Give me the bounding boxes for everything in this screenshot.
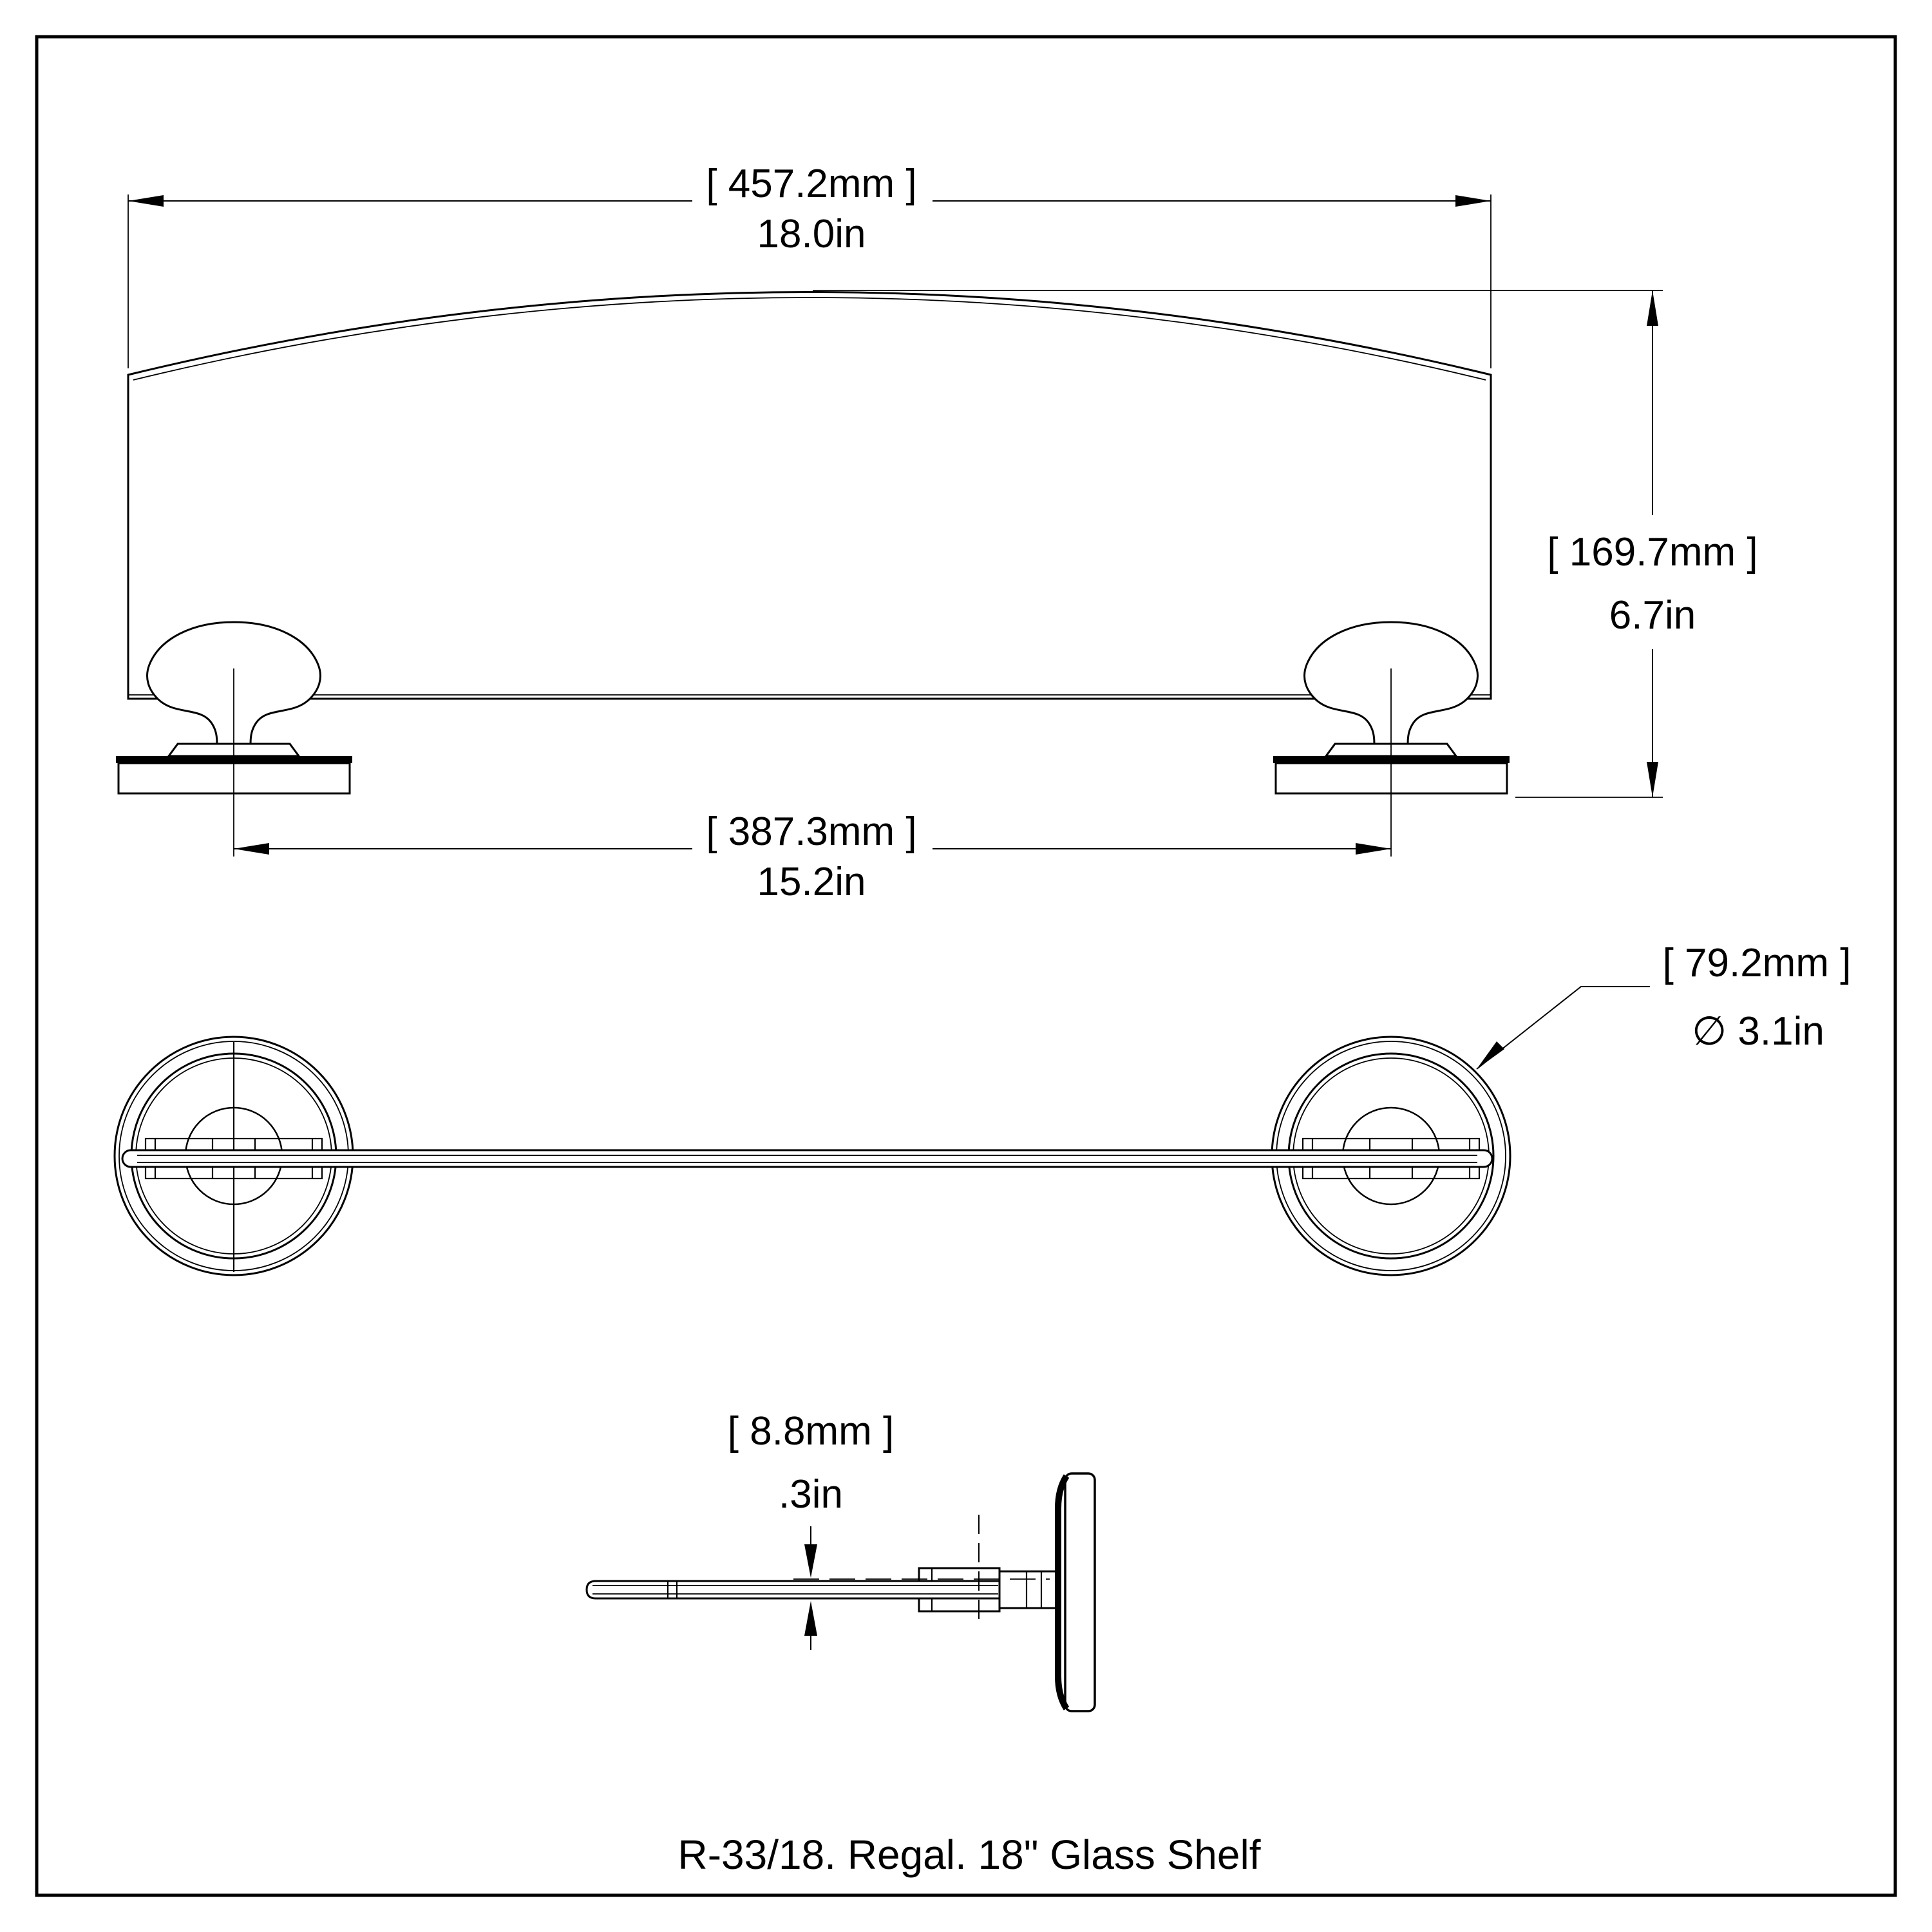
front-view: [116, 291, 1510, 857]
dim-spacing-imperial: 15.2in: [757, 860, 866, 904]
plan-view: [113, 1036, 1511, 1276]
clamp-plate-bottom: [144, 1166, 323, 1180]
arrowhead-up: [1647, 290, 1658, 326]
dim-glass-thickness: [ 8.8mm ] .3in: [728, 1409, 1050, 1650]
dim-width-imperial: 18.0in: [757, 212, 866, 256]
side-view: [585, 1472, 1096, 1712]
dim-diameter-metric: [ 79.2mm ]: [1663, 941, 1852, 985]
glass-edge-bar: [121, 1149, 1493, 1168]
clamp-plate-top: [1302, 1137, 1481, 1151]
dim-flange-diameter: [ 79.2mm ] ∅ 3.1in: [1476, 941, 1852, 1070]
dim-overall-width: [ 457.2mm ] 18.0in: [128, 162, 1492, 368]
left-post: [116, 621, 352, 857]
right-post: [1273, 621, 1510, 857]
glass-bevel-arc: [133, 297, 1486, 381]
right-clamp-plates: [1302, 1137, 1481, 1180]
arrowhead-right: [1455, 195, 1491, 207]
arrowhead-up: [804, 1601, 817, 1636]
dim-spacing-metric: [ 387.3mm ]: [706, 810, 916, 854]
drawing-caption: R-33/18. Regal. 18" Glass Shelf: [678, 1832, 1261, 1878]
side-flange-thick-edge: [1055, 1474, 1070, 1710]
dim-post-spacing: [ 387.3mm ] 15.2in: [234, 810, 1391, 904]
dim-thickness-metric: [ 8.8mm ]: [728, 1409, 894, 1454]
dim-height-imperial: 6.7in: [1609, 593, 1696, 638]
glass-shelf-front-outline: [127, 291, 1492, 700]
dim-diameter-imperial: ∅ 3.1in: [1692, 1009, 1824, 1054]
glass-side-profile: [585, 1580, 999, 1600]
side-wall-flange: [1064, 1472, 1096, 1712]
dim-thickness-imperial: .3in: [779, 1472, 843, 1517]
clamp-plate-bottom: [1302, 1166, 1481, 1180]
side-bracket: [998, 1570, 1059, 1609]
arrowhead-down: [804, 1544, 817, 1578]
dim-width-metric: [ 457.2mm ]: [706, 162, 916, 206]
clamp-plate-top: [144, 1137, 323, 1151]
dim-overall-height: [ 169.7mm ] 6.7in: [813, 290, 1758, 798]
leader-arrowhead: [1477, 1041, 1504, 1069]
arrowhead-left: [128, 195, 164, 207]
leader-line: [1476, 986, 1650, 1070]
side-clamp-bottom: [918, 1597, 1001, 1613]
arrowhead-down: [1647, 762, 1658, 797]
arrowhead-left: [234, 843, 269, 855]
dim-height-metric: [ 169.7mm ]: [1547, 530, 1757, 574]
arrowhead-right: [1356, 843, 1391, 855]
left-clamp-plates: [144, 1137, 323, 1180]
